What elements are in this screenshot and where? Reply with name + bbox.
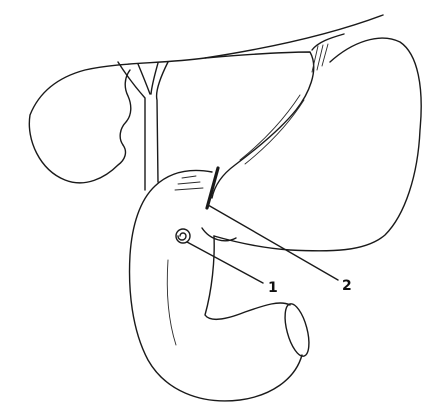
stomach-shade-2 (178, 182, 200, 184)
esophagus-left (312, 34, 344, 50)
stomach-shade-1 (182, 176, 196, 178)
bile-duct-mark (207, 168, 218, 208)
leader-line-1 (187, 242, 263, 283)
stomach-outline (214, 38, 421, 251)
label-1: 1 (268, 280, 278, 296)
vein-right-branch (157, 62, 168, 182)
liver-outline (29, 15, 383, 183)
stomach-hatch-a (240, 95, 300, 160)
spiral-mark (176, 229, 190, 243)
duodenum-cut-end (280, 301, 313, 358)
liver-lower-edge (120, 70, 131, 145)
liver-right-edge (205, 52, 314, 198)
label-2: 2 (342, 278, 352, 294)
vein-left-branch (118, 62, 145, 190)
duodenum-shade (167, 260, 176, 345)
vein-inner-left (138, 64, 150, 94)
leader-line-2 (208, 205, 338, 280)
small-pouch (202, 228, 236, 241)
stomach-shade-3 (175, 188, 203, 190)
